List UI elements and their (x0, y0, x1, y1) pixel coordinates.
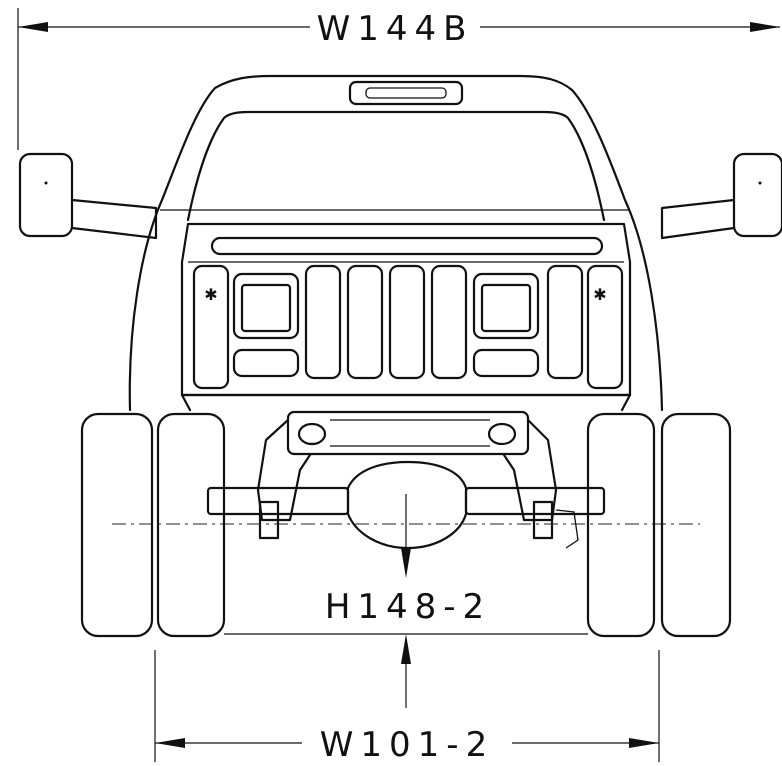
left-spring-hanger (256, 418, 312, 522)
right-inner-tire (586, 412, 656, 638)
arrow-left-icon (18, 22, 48, 32)
right-mirror-arm (660, 198, 736, 240)
right-mirror-head (732, 152, 782, 238)
rear-window (186, 110, 606, 222)
third-brake-light-lens (365, 87, 447, 99)
cab-outline (128, 74, 664, 412)
frame-crossmember (256, 410, 579, 549)
marker-star-icon: ✱ (204, 285, 217, 304)
arrow-right-icon (629, 738, 659, 748)
left-outer-tire (80, 412, 154, 638)
ground-clearance-label: H148-2 (325, 587, 491, 627)
right-spring-hanger (502, 418, 558, 522)
third-brake-light (348, 80, 464, 106)
arrow-left-icon (155, 738, 185, 748)
right-outer-tire (660, 412, 732, 638)
left-inner-tire (156, 412, 226, 638)
tailgate-rib (388, 264, 426, 380)
tailgate: ✱ ✱ (180, 222, 632, 412)
tailgate-rib (546, 264, 584, 380)
left-mirror-head (18, 152, 74, 238)
arrow-up-icon (401, 634, 411, 664)
tailgate-rib (346, 264, 384, 380)
tailgate-rib (304, 264, 342, 380)
overall-width-dimension: W144B (17, 8, 780, 150)
overall-width-label: W144B (317, 9, 474, 49)
marker-star-icon: ✱ (593, 285, 606, 304)
arrow-right-icon (750, 22, 780, 32)
track-width-dimension: W101-2 (154, 650, 660, 765)
cab (128, 74, 664, 412)
tailgate-outline (180, 222, 632, 397)
track-width-label: W101-2 (320, 725, 494, 765)
differential (346, 460, 468, 550)
crossmember (286, 410, 530, 456)
tailgate-rib (192, 264, 230, 390)
rear-axle (112, 460, 700, 550)
tailgate-rib (586, 264, 624, 390)
arrow-down-icon (401, 548, 411, 578)
right-reflector (472, 348, 540, 378)
right-mirror (660, 152, 782, 240)
wheels (80, 412, 732, 638)
tailgate-handle (210, 236, 604, 256)
left-mirror (18, 152, 158, 240)
left-taillight (232, 272, 300, 340)
ground-clearance-dimension: H148-2 (310, 494, 506, 708)
tailgate-rib (430, 264, 468, 380)
left-mirror-arm (70, 198, 158, 240)
right-taillight (472, 272, 540, 340)
left-reflector (232, 348, 300, 378)
